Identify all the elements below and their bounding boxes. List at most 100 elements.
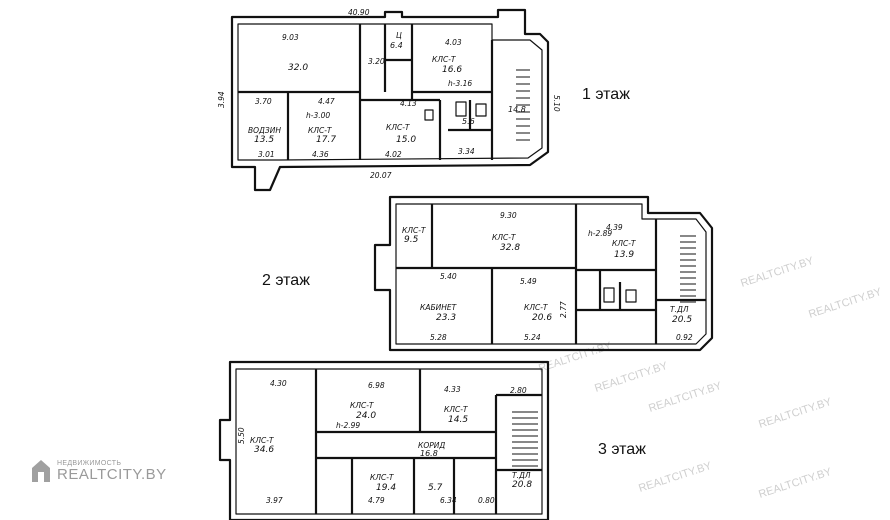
floor-1-plan xyxy=(230,8,550,192)
room-area: 23.3 xyxy=(436,313,456,323)
room-name: КЛС-Т xyxy=(370,473,395,482)
room-name: Ц xyxy=(396,31,402,40)
dimension-label: 4.36 xyxy=(312,150,329,159)
floor-3-inner-wall xyxy=(235,368,543,515)
floor-1-chimney xyxy=(424,109,434,121)
room-area: 6.4 xyxy=(390,41,403,50)
room-name: ВОДЗИН xyxy=(248,126,281,135)
dimension-label: 0.92 xyxy=(676,333,693,342)
dimension-label: 4.33 xyxy=(444,385,461,394)
watermark-text: REALTCITY.BY xyxy=(757,466,834,501)
watermark-text: REALTCITY.BY xyxy=(807,286,884,321)
dimension-label: 4.79 xyxy=(368,496,385,505)
dimension-label: 3.97 xyxy=(266,496,283,505)
dimension-label: 4.47 xyxy=(318,97,335,106)
floor-1-wc-fixture xyxy=(475,103,487,117)
room-area: 20.6 xyxy=(532,313,552,323)
floor-3-label: 3 этаж xyxy=(598,441,646,458)
house-logo-icon xyxy=(32,460,50,482)
room-area: 34.6 xyxy=(254,445,274,455)
watermark-text: REALTCITY.BY xyxy=(593,360,670,395)
room-area: 16.6 xyxy=(442,65,462,75)
room-area: 32.8 xyxy=(500,243,520,253)
logo-tagline: НЕДВИЖИМОСТЬ xyxy=(57,460,122,467)
room-area: 32.0 xyxy=(288,63,308,73)
dimension-label: 20.07 xyxy=(370,171,392,180)
room-name: КЛС-Т xyxy=(402,226,427,235)
floor-1-wc-fixture xyxy=(455,101,467,117)
room-name: КАБИНЕТ xyxy=(420,303,458,312)
room-name: КЛС-Т xyxy=(444,405,469,414)
room-area: 24.0 xyxy=(356,411,376,421)
floor-2-outer-wall xyxy=(373,195,714,352)
floor-1-label: 1 этаж xyxy=(582,86,630,103)
logo-wordmark: REALTCITY.BY xyxy=(57,466,167,483)
floor-3-outer-wall xyxy=(218,360,550,520)
floor-3-plan xyxy=(218,360,550,520)
room-area: 14.5 xyxy=(448,415,468,425)
room-name: Т.ДЛ xyxy=(670,305,689,314)
room-name: КЛС-Т xyxy=(350,401,375,410)
dimension-label: 6.34 xyxy=(440,496,457,505)
room-area: 13.9 xyxy=(614,250,634,260)
dimension-label: 4.39 xyxy=(606,223,623,232)
floor-2-wc-fixture xyxy=(603,287,615,303)
room-name: КЛС-Т xyxy=(250,436,275,445)
ceiling-height: h-2.89 xyxy=(588,229,612,238)
dimension-label: 3.70 xyxy=(255,97,272,106)
room-name: КЛС-Т xyxy=(432,55,457,64)
room-name: КЛС-Т xyxy=(492,233,517,242)
watermark-text: REALTCITY.BY xyxy=(757,396,834,431)
floor-1-inner-wall xyxy=(237,23,543,161)
room-name: КЛС-Т xyxy=(386,123,411,132)
realtcity-logo: НЕДВИЖИМОСТЬ REALTCITY.BY xyxy=(30,458,167,484)
room-area: 20.5 xyxy=(672,315,692,325)
room-area: 5.6 xyxy=(462,117,475,126)
floor-2-plan xyxy=(373,195,714,352)
floor-2-staircase xyxy=(680,235,696,303)
floor-2-wc-fixture xyxy=(625,289,637,303)
dimension-label: 5.40 xyxy=(440,272,457,281)
room-name: КЛС-Т xyxy=(612,239,637,248)
dimension-label: 6.98 xyxy=(368,381,385,390)
room-area: 20.8 xyxy=(512,480,532,490)
dimension-label: 4.13 xyxy=(400,99,417,108)
room-area: 19.4 xyxy=(376,483,396,493)
room-area: 14.8 xyxy=(508,105,526,114)
room-name: Т.ДЛ xyxy=(512,471,531,480)
dimension-label: 3.34 xyxy=(458,147,475,156)
dimension-label: 5.24 xyxy=(524,333,541,342)
watermark-text: REALTCITY.BY xyxy=(647,380,724,415)
dimension-label: 4.30 xyxy=(270,379,287,388)
dimension-label: 5.10 xyxy=(552,95,561,112)
dimension-label: 4.03 xyxy=(445,38,462,47)
floor-1-outer-wall xyxy=(230,8,550,192)
watermark-text: REALTCITY.BY xyxy=(739,255,816,290)
dimension-label: 5.50 xyxy=(237,427,246,444)
dimension-label: 40.90 xyxy=(348,8,370,17)
room-area: 9.5 xyxy=(404,235,419,245)
ceiling-height: h-2.99 xyxy=(336,421,360,430)
dimension-label: 9.30 xyxy=(500,211,517,220)
dimension-label: 4.02 xyxy=(385,150,402,159)
room-name: КОРИД xyxy=(418,441,445,450)
dimension-label: 2.77 xyxy=(559,301,568,318)
dimension-label: 2.80 xyxy=(510,386,527,395)
dimension-label: 3.94 xyxy=(217,91,226,108)
dimension-label: 3.20 xyxy=(368,57,385,66)
floor-2-inner-wall xyxy=(395,203,707,345)
ceiling-height: h-3.00 xyxy=(306,111,330,120)
dimension-label: 5.28 xyxy=(430,333,447,342)
ceiling-height: h-3.16 xyxy=(448,79,472,88)
dimension-label: 0.80 xyxy=(478,496,495,505)
dimension-label: 9.03 xyxy=(282,33,299,42)
room-area: 16.8 xyxy=(420,449,438,458)
room-area: 17.7 xyxy=(316,135,336,145)
room-name: КЛС-Т xyxy=(524,303,549,312)
room-area: 13.5 xyxy=(254,135,274,145)
floor-3-staircase xyxy=(512,411,538,467)
floor-2-label: 2 этаж xyxy=(262,272,310,289)
floor-1-staircase xyxy=(516,69,530,141)
room-area: 5.7 xyxy=(428,483,443,493)
